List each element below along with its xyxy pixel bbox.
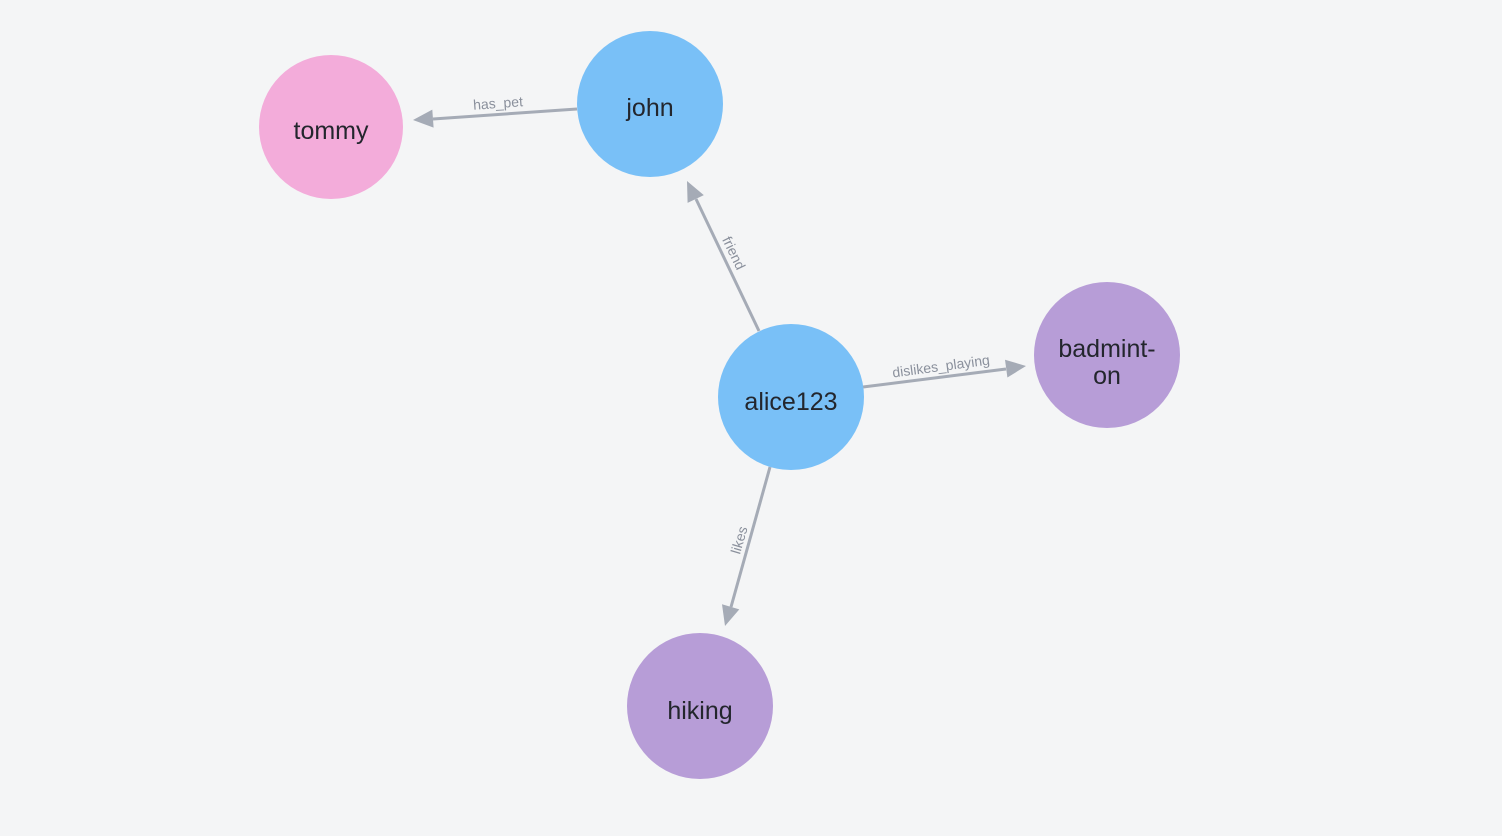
node-caption-line-1: badmint- (1058, 335, 1155, 363)
node-caption: badmint-on (1058, 335, 1155, 390)
edge-line[interactable] (694, 198, 761, 332)
arrowhead-icon[interactable] (413, 109, 434, 128)
node-caption-line-2: on (1093, 362, 1121, 390)
node-circle[interactable] (1034, 282, 1180, 428)
node-tommy: tommy (259, 55, 403, 199)
edge-likes: likes (722, 466, 772, 626)
node-caption: alice123 (744, 388, 837, 416)
node-caption: hiking (667, 697, 732, 725)
node-circle[interactable] (627, 633, 773, 779)
node-circle[interactable] (259, 55, 403, 199)
node-john: john (577, 31, 723, 177)
node-caption: john (625, 94, 673, 122)
arrowhead-icon[interactable] (722, 604, 740, 626)
node-alice123: alice123 (718, 324, 864, 470)
node-hiking: hiking (627, 633, 773, 779)
arrowhead-icon[interactable] (1005, 359, 1026, 378)
node-circle[interactable] (718, 324, 864, 470)
node-circle[interactable] (577, 31, 723, 177)
edge-line[interactable] (862, 367, 1007, 389)
node-caption: tommy (294, 117, 370, 145)
edge-has-pet: has_pet (413, 93, 578, 128)
edge-label[interactable]: has_pet (473, 93, 524, 113)
node-badminton: badmint-on (1034, 282, 1180, 428)
edge-line[interactable] (729, 466, 772, 608)
edge-line[interactable] (432, 107, 578, 121)
arrowhead-icon[interactable] (687, 181, 704, 203)
edge-label[interactable]: likes (727, 524, 750, 555)
